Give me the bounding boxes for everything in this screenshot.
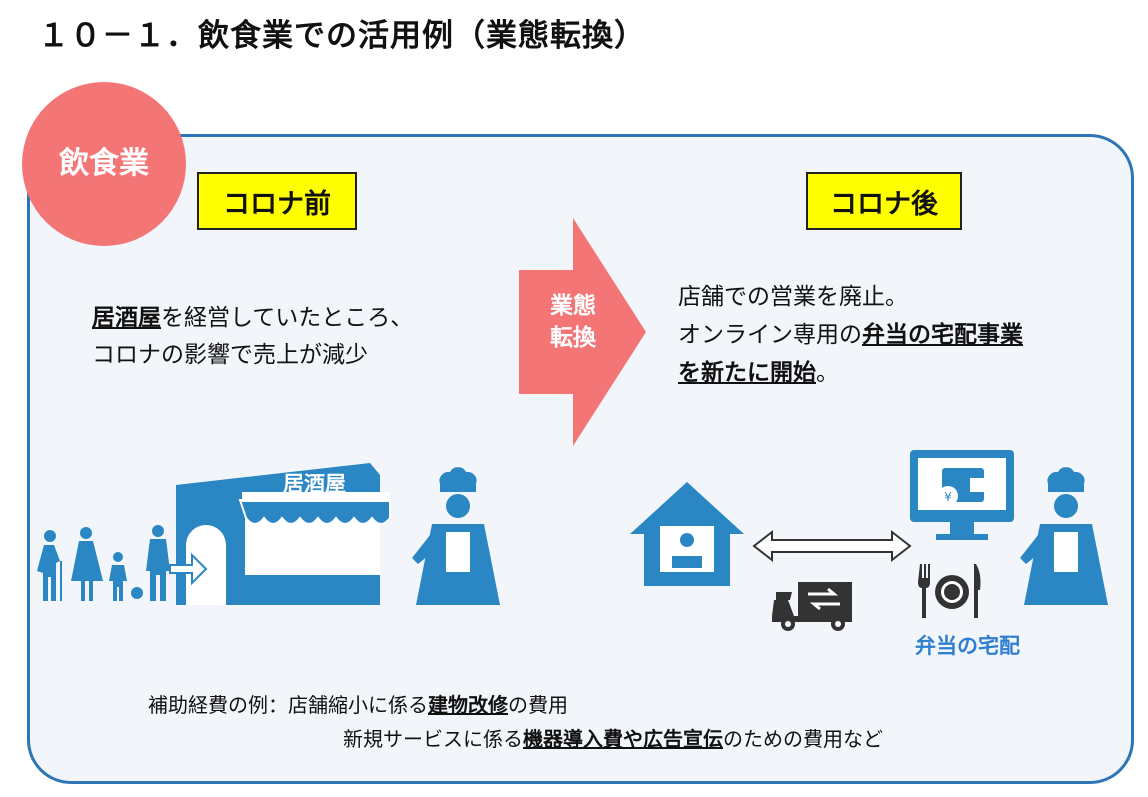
people-icon	[37, 525, 170, 601]
note-item2-rest: のための費用など	[723, 727, 883, 751]
page-title: １０－１．飲食業での活用例（業態転換）	[38, 18, 646, 54]
note-line2-prefix: 新規サービスに係る	[343, 727, 523, 751]
chef-icon	[412, 467, 500, 605]
before-description: 居酒屋を経営していたところ、 コロナの影響で売上が減少	[92, 300, 413, 374]
industry-badge: 飲食業	[22, 82, 186, 246]
after-desc-end: 。	[816, 360, 839, 386]
shop-icon	[169, 463, 391, 605]
before-desc-line1: を経営していたところ、	[161, 305, 414, 331]
svg-text:¥: ¥	[944, 490, 952, 504]
subsidy-note-line1: 補助経費の例：店舗縮小に係る建物改修の費用	[148, 688, 568, 722]
after-covid-label: コロナ後	[806, 172, 962, 230]
transition-line2: 転換	[550, 325, 596, 351]
double-arrow-icon	[752, 529, 912, 563]
after-description: 店舗での営業を廃止。 オンライン専用の弁当の宅配事業 を新たに開始。	[678, 278, 1023, 392]
transition-arrow-icon	[519, 218, 646, 446]
new-start-text: を新たに開始	[678, 360, 816, 386]
cutlery-plate-icon	[918, 564, 981, 618]
house-icon	[630, 482, 744, 586]
truck-icon	[772, 582, 852, 631]
subsidy-note-line2: 新規サービスに係る機器導入費や広告宣伝のための費用など	[343, 722, 883, 756]
delivery-label: 弁当の宅配	[915, 634, 1020, 658]
bento-delivery-text: 弁当の宅配事業	[862, 322, 1023, 348]
after-desc-line1: 店舗での営業を廃止。	[678, 284, 908, 310]
note-item1-rest: の費用	[508, 693, 568, 717]
chef-icon	[1020, 467, 1108, 605]
transition-line1: 業態	[550, 293, 596, 319]
note-prefix: 補助経費の例：店舗縮小に係る	[148, 693, 428, 717]
transition-label: 業態 転換	[524, 290, 622, 354]
note-item2: 機器導入費や広告宣伝	[523, 727, 723, 751]
before-desc-line2: コロナの影響で売上が減少	[92, 342, 368, 368]
shop-sign: 居酒屋	[283, 472, 346, 496]
computer-wallet-icon: ¥	[910, 450, 1014, 540]
note-item1: 建物改修	[428, 693, 508, 717]
after-desc-line2: オンライン専用の	[678, 322, 862, 348]
before-covid-label: コロナ前	[197, 172, 357, 230]
izakaya-text: 居酒屋	[92, 305, 161, 331]
